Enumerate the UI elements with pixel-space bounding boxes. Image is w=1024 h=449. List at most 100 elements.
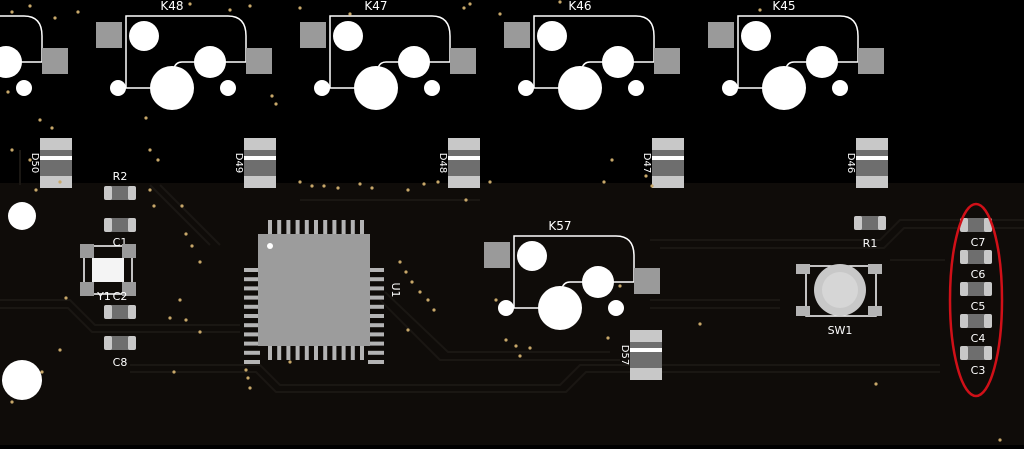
diode-label: D50 — [29, 153, 40, 173]
via — [410, 280, 414, 284]
via — [518, 354, 522, 358]
via — [184, 232, 188, 236]
switch-label: K48 — [160, 0, 183, 13]
via — [406, 188, 410, 192]
via — [148, 188, 152, 192]
via — [246, 376, 250, 380]
via — [404, 270, 408, 274]
via — [418, 290, 422, 294]
diode-label: D47 — [641, 153, 652, 173]
via — [148, 148, 152, 152]
switch-label: K45 — [772, 0, 795, 13]
via — [188, 2, 192, 6]
via — [10, 400, 14, 404]
diode-label: D48 — [437, 153, 448, 173]
via — [358, 182, 362, 186]
resistor-r1: R1 — [854, 216, 886, 250]
via — [602, 180, 606, 184]
via — [248, 386, 252, 390]
via — [610, 158, 614, 162]
via — [184, 318, 188, 322]
capacitor-c8: C8 — [104, 336, 136, 369]
via — [50, 126, 54, 130]
via — [288, 360, 292, 364]
via — [76, 10, 80, 14]
via — [462, 6, 466, 10]
diode-label: D46 — [845, 153, 856, 173]
key-switch-k47: K47 — [300, 0, 476, 110]
diode-label: D49 — [233, 153, 244, 173]
via — [58, 180, 62, 184]
capacitor-c6: C6 — [960, 250, 992, 281]
via — [558, 0, 562, 4]
switch-label: K46 — [568, 0, 591, 13]
red-ellipse-icon — [948, 202, 1004, 398]
via — [498, 12, 502, 16]
via — [198, 260, 202, 264]
via — [310, 184, 314, 188]
via — [426, 298, 430, 302]
capacitor-c3: C3 — [960, 346, 992, 377]
via — [698, 322, 702, 326]
via — [244, 368, 248, 372]
key-switch-k57: K57 — [484, 219, 660, 330]
via — [178, 298, 182, 302]
via — [528, 346, 532, 350]
via — [58, 348, 62, 352]
via — [274, 102, 278, 106]
via — [618, 284, 622, 288]
via — [606, 336, 610, 340]
via — [488, 180, 492, 184]
switch-label: K47 — [364, 0, 387, 13]
via — [28, 158, 32, 162]
via — [28, 4, 32, 8]
key-switch-k48: K48 — [96, 0, 272, 110]
tactile-switch-icon: SW1 — [796, 264, 882, 337]
mounting-hole — [8, 202, 36, 230]
via — [504, 338, 508, 342]
capacitor-label: C5 — [971, 300, 986, 313]
via — [406, 328, 410, 332]
via — [432, 308, 436, 312]
diode-d46: D46 — [845, 138, 888, 188]
capacitor-label: C7 — [971, 236, 986, 249]
via — [398, 260, 402, 264]
switch-label: K57 — [548, 219, 571, 233]
key-switch-k49: K49 — [0, 15, 68, 96]
via — [10, 148, 14, 152]
resistor-r2: R2 — [104, 170, 136, 200]
via — [370, 186, 374, 190]
diode-d57: D57 — [619, 330, 662, 380]
via — [156, 158, 160, 162]
via — [34, 188, 38, 192]
via — [514, 344, 518, 348]
via — [336, 186, 340, 190]
capacitor-label: C3 — [971, 364, 986, 377]
sw1-label: SW1 — [828, 324, 853, 337]
capacitor-label: C4 — [971, 332, 986, 345]
key-switch-k45: K45 — [708, 0, 884, 110]
via — [180, 204, 184, 208]
capacitor-c2: C2 — [104, 290, 136, 319]
via — [322, 184, 326, 188]
qfp-chip-icon: U1 — [244, 220, 402, 364]
capacitor-c7: C7 — [960, 218, 992, 249]
crystal-oscillator-icon: Y1 — [80, 244, 136, 303]
via — [758, 8, 762, 12]
via — [64, 296, 68, 300]
via — [40, 370, 44, 374]
via — [298, 180, 302, 184]
via — [422, 182, 426, 186]
r2-label: R2 — [113, 170, 128, 183]
via — [464, 198, 468, 202]
via — [152, 204, 156, 208]
diode-d47: D47 — [641, 138, 684, 188]
u1-label: U1 — [389, 282, 402, 297]
via — [168, 316, 172, 320]
diode-d49: D49 — [233, 138, 276, 188]
via — [10, 10, 14, 14]
via — [190, 244, 194, 248]
capacitor-c5: C5 — [960, 282, 992, 313]
